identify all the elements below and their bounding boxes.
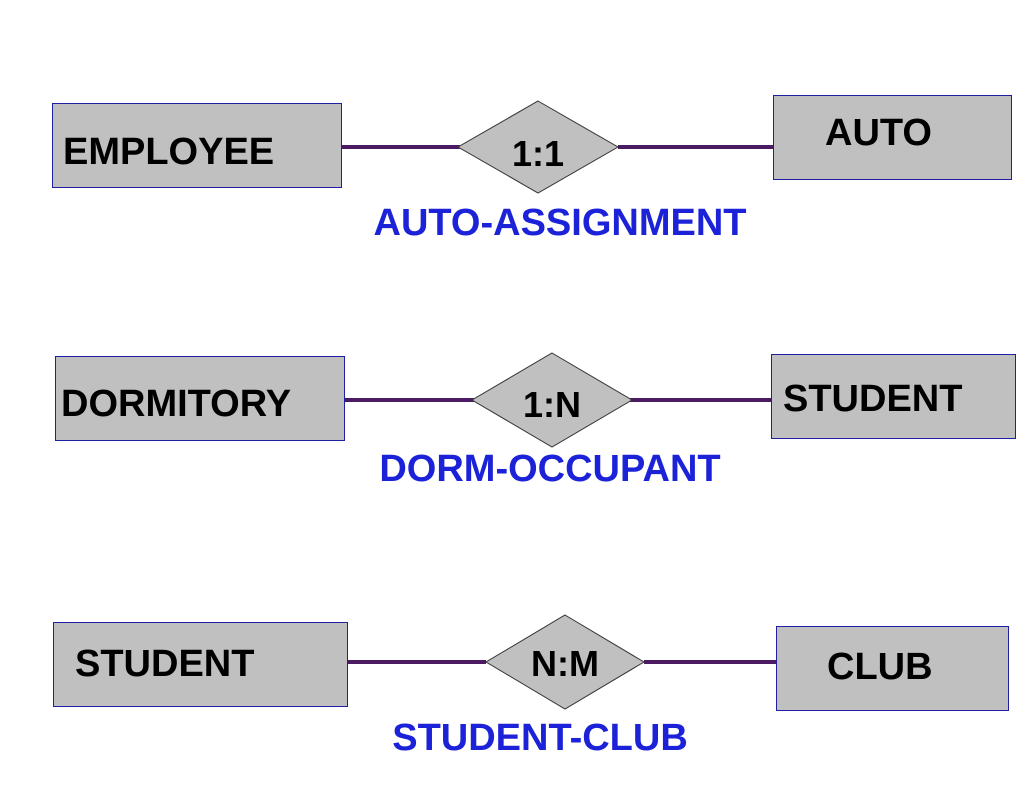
entity-right-label: CLUB	[827, 646, 933, 688]
relationship-name: AUTO-ASSIGNMENT	[373, 202, 747, 244]
relationship-diamond	[485, 614, 645, 710]
relationship-name: STUDENT-CLUB	[392, 717, 688, 759]
entity-right: AUTO	[773, 95, 1012, 180]
entity-right-label: STUDENT	[783, 378, 963, 420]
relationship-diamond	[456, 100, 620, 194]
entity-left: STUDENT	[53, 622, 348, 707]
entity-left: EMPLOYEE	[52, 103, 342, 188]
cardinality-label: 1:1	[511, 133, 565, 174]
cardinality-label: N:M	[531, 643, 599, 684]
entity-right: CLUB	[776, 626, 1009, 711]
relationship-name: DORM-OCCUPANT	[379, 448, 721, 490]
relationship-diamond	[471, 352, 633, 448]
entity-left-label: DORMITORY	[61, 383, 292, 425]
entity-left-label: EMPLOYEE	[63, 131, 275, 173]
entity-right-label: AUTO	[825, 112, 932, 154]
entity-left-label: STUDENT	[75, 643, 255, 685]
entity-right: STUDENT	[771, 354, 1016, 439]
cardinality-label: 1:N	[522, 384, 581, 425]
entity-left: DORMITORY	[55, 356, 345, 441]
